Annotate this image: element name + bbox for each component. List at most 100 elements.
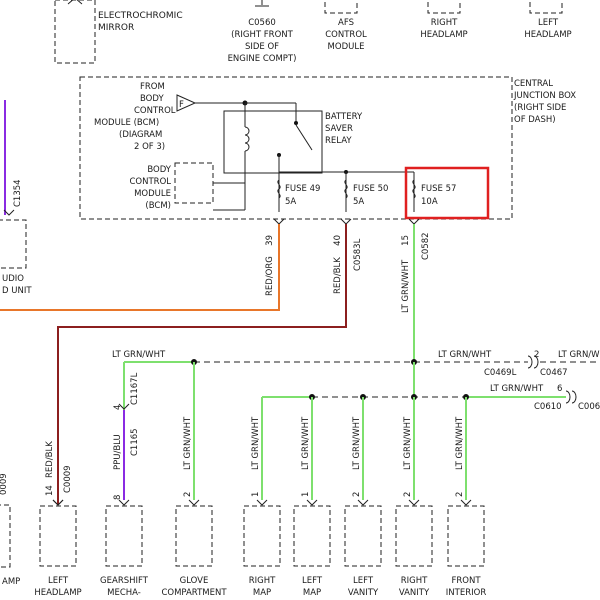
right-headlamp-top-2: HEADLAMP bbox=[420, 30, 467, 40]
bus-label-left: LT GRN/WHT bbox=[112, 350, 166, 360]
left-partial: C1354 UDIO D UNIT 0009 AMP bbox=[0, 100, 32, 587]
load-label: FRONT bbox=[451, 576, 481, 586]
load-box bbox=[105, 505, 143, 567]
load-box bbox=[175, 505, 213, 567]
bcm-from-4: MODULE (BCM) bbox=[94, 118, 159, 128]
load-box bbox=[293, 505, 331, 567]
cjb-title-2: JUNCTION BOX bbox=[513, 91, 576, 101]
relay-label-2: SAVER bbox=[325, 124, 353, 134]
load-box bbox=[344, 505, 382, 567]
c1165-label: C1165 bbox=[130, 428, 140, 456]
fuse49-amps: 5A bbox=[285, 197, 296, 207]
w39-label: RED/ORG bbox=[265, 256, 275, 296]
load-box bbox=[447, 505, 485, 567]
relay-label-3: RELAY bbox=[325, 136, 352, 146]
c0560-sub3: ENGINE COMPT) bbox=[228, 54, 297, 64]
fuse49-name: FUSE 49 bbox=[285, 184, 320, 194]
cjb-title-1: CENTRAL bbox=[514, 79, 553, 89]
bcm-from-3: CONTROL bbox=[134, 106, 176, 116]
gearshift-pin4: 4 bbox=[113, 405, 123, 410]
left-headlamp-top-1: LEFT bbox=[538, 18, 559, 28]
load-box bbox=[39, 505, 77, 567]
load-box bbox=[243, 505, 281, 567]
load-pin: 1 bbox=[301, 492, 311, 497]
bcm-arrow-letter: F bbox=[179, 100, 184, 110]
bcm-box-2: CONTROL bbox=[129, 177, 171, 187]
afs-label: AFS bbox=[338, 18, 354, 28]
electrochromic-mirror: ELECTROCHROMIC MIRROR bbox=[54, 0, 183, 64]
fuse57-highlight bbox=[404, 166, 490, 220]
c0467-label: C0467 bbox=[540, 368, 568, 378]
left-partial-conn: 0009 bbox=[0, 473, 9, 495]
load-pin: 2 bbox=[352, 492, 362, 497]
load-label: INTERIOR bbox=[446, 588, 487, 598]
load-pin: 2 bbox=[183, 492, 193, 497]
load-wire-label: LT GRN/WHT bbox=[251, 416, 261, 470]
c1167l-label: C1167L bbox=[130, 372, 140, 405]
c0610-label: C0610 bbox=[534, 402, 562, 412]
c006-label: C006 bbox=[578, 402, 600, 412]
bcm-from-1: FROM bbox=[140, 82, 165, 92]
w15-label: LT GRN/WHT bbox=[401, 259, 411, 313]
w40-label: RED/BLK bbox=[333, 257, 343, 294]
w15-pin: 15 bbox=[401, 235, 411, 246]
load-label: RIGHT bbox=[401, 576, 428, 586]
load-pin: 2 bbox=[403, 492, 413, 497]
load-label: MAP bbox=[253, 588, 271, 598]
afs-sub2: MODULE bbox=[328, 42, 365, 52]
fuse57-name: FUSE 57 bbox=[421, 184, 456, 194]
load-wire-label: LT GRN/WHT bbox=[301, 416, 311, 470]
c0560-sub1: (RIGHT FRONT bbox=[231, 30, 293, 40]
bcm-box-1: BODY bbox=[147, 165, 171, 175]
bcm-from-6: 2 OF 3) bbox=[134, 142, 165, 152]
w40-pin: 40 bbox=[333, 235, 343, 246]
c0560-ground: C0560 (RIGHT FRONT SIDE OF ENGINE COMPT) bbox=[228, 0, 297, 64]
load-label: VANITY bbox=[399, 588, 430, 598]
load-label: LEFT bbox=[353, 576, 374, 586]
bcm-arrow-icon bbox=[176, 94, 197, 112]
load-left-headlamp: LEFT HEADLAMP bbox=[34, 499, 82, 598]
electrochromic-label-1: ELECTROCHROMIC bbox=[98, 11, 183, 21]
bus-pin2: 2 bbox=[534, 350, 539, 360]
central-junction-box: CENTRAL JUNCTION BOX (RIGHT SIDE OF DASH… bbox=[79, 76, 576, 220]
w15-conn: C0582 bbox=[421, 232, 431, 260]
left-headlamp-top: LEFT HEADLAMP bbox=[524, 0, 572, 40]
bus-label-1: LT GRN/WHT bbox=[438, 350, 492, 360]
ppu-blu-label: PPU/BLU bbox=[113, 434, 123, 470]
far-left-amp: AMP bbox=[2, 577, 20, 587]
right-headlamp-top: RIGHT HEADLAMP bbox=[420, 0, 468, 40]
load-label: HEADLAMP bbox=[34, 588, 81, 598]
load-label: MAP bbox=[303, 588, 321, 598]
c0009-label: C0009 bbox=[63, 465, 73, 493]
load-pin: 2 bbox=[455, 492, 465, 497]
load-label: RIGHT bbox=[249, 576, 276, 586]
afs-control-module: AFS CONTROL MODULE bbox=[324, 0, 367, 52]
load-left-map-lamp: 1LT GRN/WHTLEFTMAPLAMP bbox=[293, 416, 331, 598]
c0469l-label: C0469L bbox=[484, 368, 517, 378]
afs-sub1: CONTROL bbox=[325, 30, 367, 40]
load-box bbox=[395, 505, 433, 567]
load-label: LEFT bbox=[302, 576, 323, 586]
c0560-label: C0560 bbox=[248, 18, 276, 28]
audio-label-1: UDIO bbox=[2, 274, 24, 284]
load-label: LEFT bbox=[48, 576, 69, 586]
bcm-box-3: MODULE bbox=[134, 189, 171, 199]
c0560-sub2: SIDE OF bbox=[245, 42, 279, 52]
cjb-title-3: (RIGHT SIDE bbox=[514, 103, 566, 113]
c1354-label: C1354 bbox=[13, 179, 23, 207]
fuse50-amps: 5A bbox=[353, 197, 364, 207]
load-right-vanity-mirror: 2LT GRN/WHTRIGHTVANITYMIRROR bbox=[395, 416, 433, 598]
load-glove-compartment-lamp: 2LT GRN/WHTGLOVECOMPARTMENTLAMP bbox=[161, 416, 227, 598]
load-wire-label: LT GRN/WHT bbox=[183, 416, 193, 470]
load-pin: 1 bbox=[251, 492, 261, 497]
load-label: VANITY bbox=[348, 588, 379, 598]
fuse57-amps: 10A bbox=[421, 197, 438, 207]
load-wire-label: LT GRN/WHT bbox=[352, 416, 362, 470]
audio-label-2: D UNIT bbox=[2, 286, 32, 296]
load-wire-label: LT GRN/WHT bbox=[455, 416, 465, 470]
load-front-interior-lamp: 2LT GRN/WHTFRONTINTERIORLAMP bbox=[446, 416, 487, 598]
